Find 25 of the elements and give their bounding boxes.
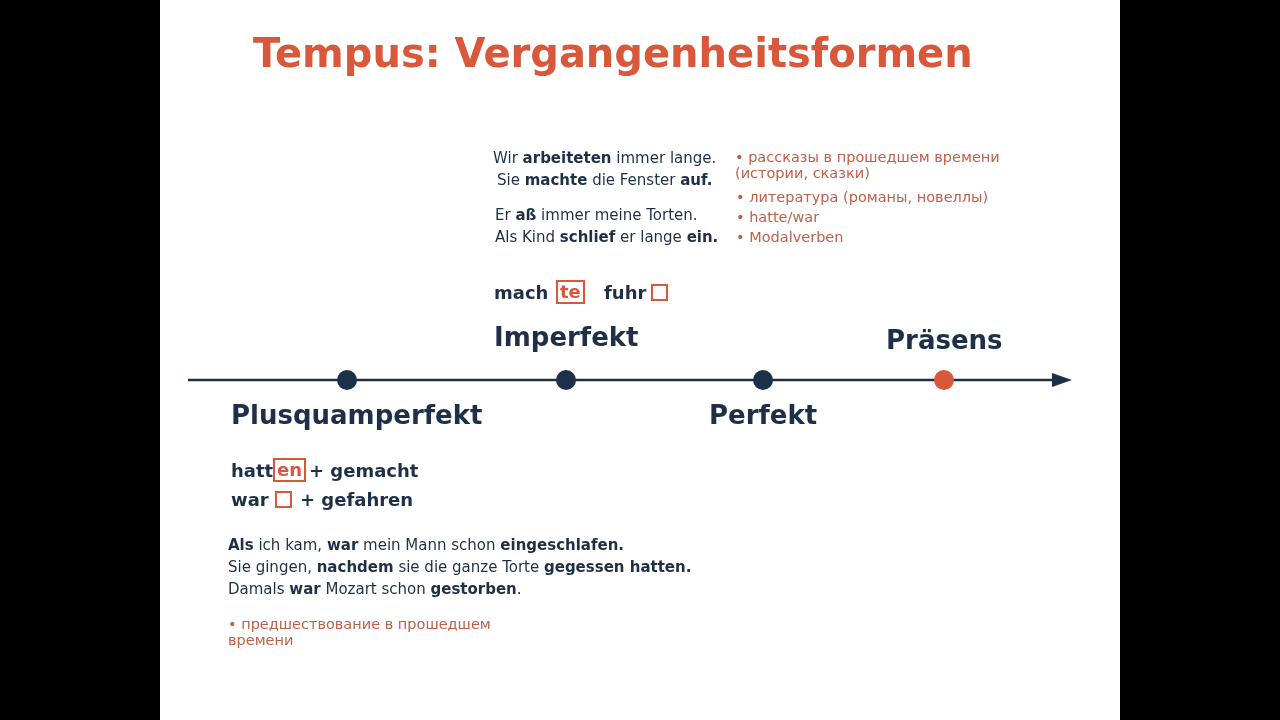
verb-stem: fuhr	[604, 282, 647, 303]
usage-note: • литература (романы, новеллы)	[736, 189, 989, 205]
usage-note: • рассказы в прошедшем времени (истории, сказки)	[735, 149, 1001, 181]
slide-title: Tempus: Vergangenheitsformen	[253, 30, 973, 76]
tense-name: Präsens	[886, 325, 1003, 355]
usage-note: • предшествование в прошедшем времени	[228, 616, 492, 648]
example-sentence: Sie gingen, nachdem sie die ganze Torte gegessen hatten.	[228, 558, 692, 576]
tense-name: Plusquamperfekt	[231, 400, 483, 430]
verb-suffix: en	[273, 458, 307, 482]
usage-note: • Modalverben	[736, 229, 844, 245]
usage-note: • hatte/war	[736, 209, 820, 225]
formula-text: + gefahren	[300, 489, 414, 510]
verb-stem: mach	[494, 282, 549, 303]
verb-stem: war	[231, 489, 269, 510]
verb-stem: hatt	[231, 460, 274, 481]
tense-name: Imperfekt	[494, 322, 639, 352]
example-sentence: Sie machte die Fenster auf.	[497, 171, 713, 189]
verb-suffix: te	[556, 280, 585, 304]
tense-name: Perfekt	[709, 400, 818, 430]
example-sentence: Als ich kam, war mein Mann schon eingeschlafen.	[228, 536, 625, 554]
example-sentence: Wir arbeiteten immer lange.	[493, 149, 717, 167]
example-sentence: Damals war Mozart schon gestorben.	[228, 580, 522, 598]
formula-text: + gemacht	[309, 460, 419, 481]
example-sentence: Er aß immer meine Torten.	[495, 206, 698, 224]
example-sentence: Als Kind schlief er lange ein.	[495, 228, 719, 246]
